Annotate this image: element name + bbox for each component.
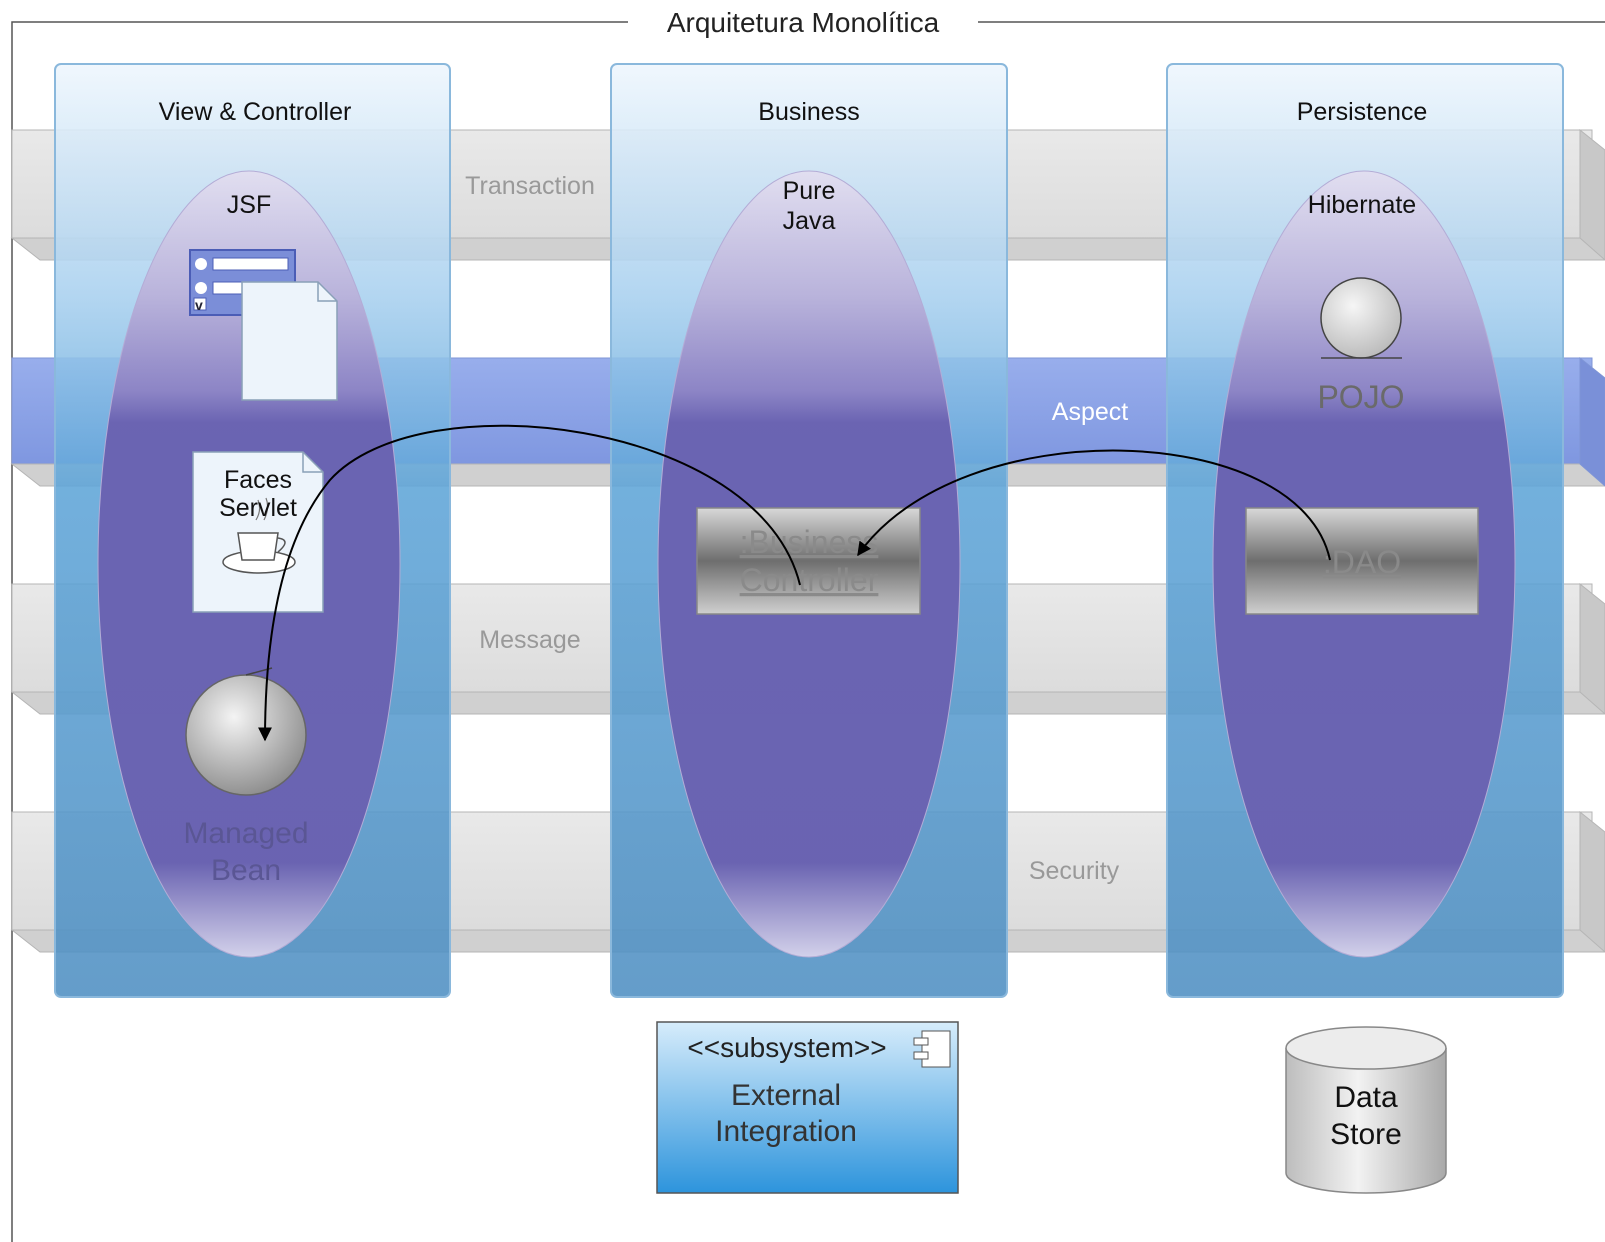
tech-label-java: Java	[783, 207, 836, 235]
diagram-title: Arquitetura Monolítica	[667, 7, 940, 38]
pojo-icon	[1320, 277, 1402, 359]
subsystem-stereotype: <<subsystem>>	[687, 1032, 886, 1063]
external-integration-label-line1: External	[731, 1079, 841, 1112]
managed-bean-icon	[185, 667, 307, 796]
datastore-cylinder	[1285, 1026, 1447, 1194]
layer-title-persistence: Persistence	[1297, 98, 1428, 126]
external-integration-label-line2: Integration	[715, 1115, 857, 1148]
arrow-dao-to-controller	[857, 449, 1331, 561]
managed-bean-label-line1: Managed	[183, 817, 308, 850]
business-controller-label-line2: Controller	[740, 562, 879, 598]
concern-label-transaction: Transaction	[465, 172, 595, 200]
faces-servlet-document	[192, 451, 324, 613]
faces-servlet-label-line1: Faces	[224, 466, 292, 494]
concern-label-security: Security	[1029, 857, 1120, 885]
component-icon	[913, 1030, 951, 1068]
datastore-label-line2: Store	[1330, 1118, 1402, 1151]
business-controller-label-line1: :Business	[740, 524, 879, 560]
managed-bean-label-line2: Bean	[211, 854, 281, 887]
frame: Arquitetura Monolítica	[11, 7, 1605, 1242]
pojo-label: POJO	[1317, 379, 1404, 415]
jsf-page-icon: v	[189, 249, 338, 401]
arrow-controller-to-bean	[258, 424, 801, 742]
svg-text:v: v	[195, 297, 203, 313]
dao-label: :DAO	[1323, 544, 1401, 580]
java-cup-icon	[222, 497, 296, 574]
concern-label-message: Message	[479, 626, 580, 654]
layer-title-view-controller: View & Controller	[159, 98, 352, 126]
layer-title-business: Business	[758, 98, 859, 126]
datastore-label-line1: Data	[1334, 1081, 1398, 1114]
external-integration-subsystem	[656, 1021, 959, 1194]
tech-label-hibernate: Hibernate	[1308, 191, 1416, 219]
dao-box	[1245, 507, 1479, 615]
tech-label-jsf: JSF	[227, 191, 271, 219]
concern-label-aspect: Aspect	[1052, 398, 1128, 426]
faces-servlet-label-line2: Servlet	[219, 494, 297, 522]
tech-label-pure: Pure	[783, 177, 836, 205]
